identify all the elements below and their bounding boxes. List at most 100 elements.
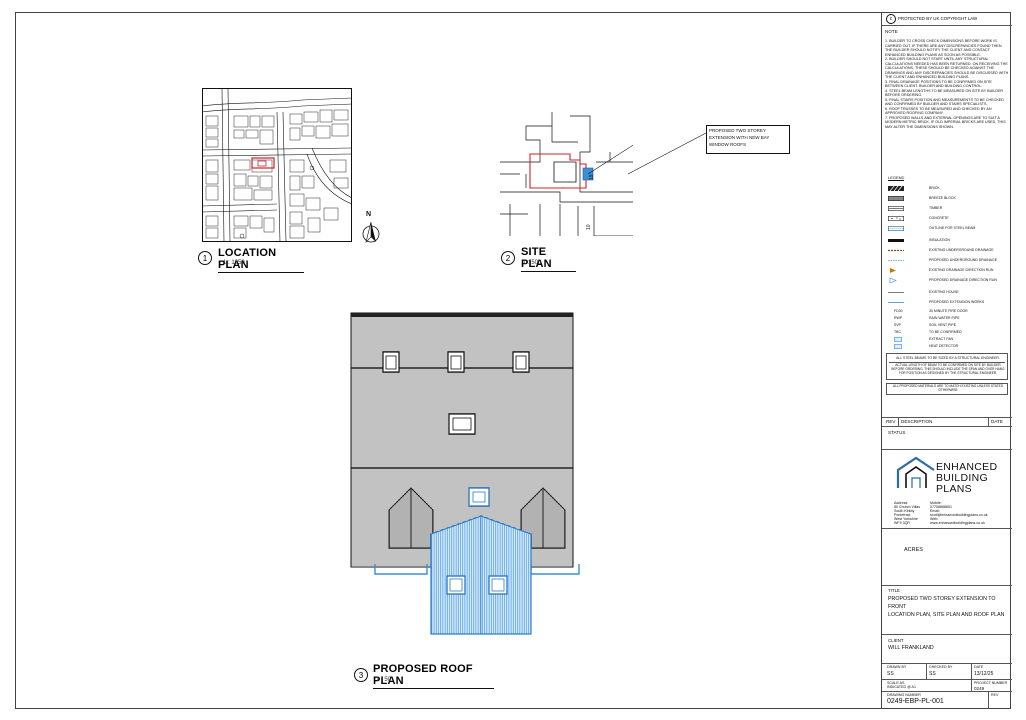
title-label: TITLE [888, 588, 900, 593]
site-plan-scale: 1 : 500 [523, 260, 542, 266]
scale-value: INDICATED @ A1 [887, 685, 916, 689]
date-column-label: DATE [991, 419, 1003, 424]
date-value: 13/12/25 [974, 671, 994, 677]
note-6: 6. ROOF TRUSSES TO BE MEASURED AND CHECK… [885, 106, 992, 116]
rev-label: REV [886, 419, 896, 424]
drawing-number-value: 0249-EBP-PL-001 [887, 698, 944, 705]
proposed-works-line-icon [888, 302, 904, 303]
existing-drain-run-arrow-icon [890, 268, 896, 273]
abbreviation-item: EXTRACT FAN [888, 337, 1008, 343]
note-1: 1. BUILDER TO CROSS CHECK DIMENSIONS BEF… [885, 39, 1002, 57]
address-line-2: South Kirkby [894, 509, 915, 513]
note-5: 5. FINAL STAIRS POSITION AND MEASUREMENT… [885, 97, 1004, 107]
site-plan-map: 19 10 [500, 112, 633, 236]
legend-item: OUTLINE FOR STEEL BEAM [888, 226, 1008, 232]
project-number-value: 0249 [974, 686, 985, 691]
timber-icon [888, 206, 904, 211]
email-value: scott@enhancedbuildingplans.co.uk [930, 513, 988, 517]
steel-beam-note-1: ALL STEEL BEAMS TO BE SIZED BY A STRUCTU… [896, 356, 1000, 360]
plan-number-site: 2 [501, 251, 515, 265]
scale-label: SCALE AS [887, 681, 905, 685]
site-plot-number-1: 19 [589, 174, 595, 180]
status-label: STATUS [888, 430, 906, 435]
note-7: 7. PROPOSED WALLS AND EXTERNAL OPENINGS … [885, 115, 1006, 129]
north-label: N [366, 211, 372, 218]
company-name-line-1: ENHANCED [936, 461, 998, 473]
site-callout-leader [628, 132, 707, 174]
proposed-drainage-icon [888, 260, 904, 261]
plan-number-roof: 3 [354, 668, 368, 682]
steel-beam-note-2: ACTUAL LENGTH OF BEAM TO BE CONFIRMED ON… [891, 363, 1005, 375]
legend-item: BRICK [888, 186, 1008, 192]
site-callout-line-3: WINDOW ROOFS [709, 142, 746, 147]
copyright-icon: c [886, 14, 896, 24]
address-line-4: West Yorkshire [894, 517, 918, 521]
proposed-roof-plan [350, 312, 580, 635]
location-plan-scale: 1 : 1250 [223, 260, 245, 266]
notes-list: 1. BUILDER TO CROSS CHECK DIMENSIONS BEF… [885, 39, 1009, 129]
notes-heading: NOTE [885, 29, 898, 34]
legend-item: INSULATION [888, 238, 1008, 244]
extract-fan-icon [894, 337, 902, 342]
materials-note-box: ALL PROPOSED MATERIALS ARE TO MATCH EXIS… [886, 383, 1008, 395]
checked-by-value: SS [929, 671, 936, 677]
title-line-1: PROPOSED TWO STOREY EXTENSION TO [888, 596, 996, 602]
note-2: 2. BUILDER SHOULD NOT START UNTIL ANY ST… [885, 57, 1009, 79]
sheet-border [15, 12, 1011, 709]
description-label: DESCRIPTION [901, 419, 933, 424]
web-label: Web: [930, 517, 939, 521]
heat-detector-icon [894, 344, 902, 349]
checked-by-label: CHECKED BY [929, 665, 953, 669]
legend-item: EXISTING DRAINAGE DIRECTION RUN [888, 268, 1008, 274]
rev-box-label: REV [991, 693, 999, 697]
legend-item: PROPOSED UNDERGROUND DRAINAGE [888, 258, 1008, 264]
existing-house-line-icon [888, 292, 904, 293]
copyright-text: PROTECTED BY UK COPYRIGHT LAW [898, 16, 978, 21]
drawn-by-label: DRAWN BY [887, 665, 907, 669]
steel-beam-outline-icon [888, 226, 904, 231]
note-3: 3. FINAL DRAINAGE POSITIONS TO BE CONFIR… [885, 79, 992, 89]
company-name-line-2: BUILDING [936, 472, 988, 484]
site-callout-line-2: EXTENSION WITH NEW BAY [709, 135, 770, 140]
plan-number-location: 1 [198, 251, 212, 265]
title-line-3: LOCATION PLAN, SITE PLAN AND ROOF PLAN [888, 612, 1005, 618]
brick-hatch-icon [888, 186, 904, 191]
legend-heading: LEGEND [888, 175, 905, 181]
proposed-drain-run-arrow-icon [889, 278, 897, 283]
north-arrow-icon [362, 221, 380, 243]
title-line-2: FRONT [888, 604, 907, 610]
existing-drainage-icon [888, 249, 904, 252]
address-line-1: 80 Church Villas [894, 505, 921, 509]
insulation-icon [888, 239, 904, 242]
mobile-value: 07708868651 [930, 505, 952, 509]
legend-item: EXISTING HOUSE [888, 290, 1008, 296]
drawing-number-label: DRAWING NUMBER [887, 693, 921, 697]
site-callout-box: PROPOSED TWO STOREY EXTENSION WITH NEW B… [706, 125, 790, 154]
web-value: www.enhancedbuildingplans.co.uk [930, 521, 985, 525]
drawing-area: N 1 LOCATION PLAN 1 : 1250 [15, 12, 881, 709]
drawn-by-value: SS [887, 671, 894, 677]
site-plan-title: SITE PLAN [521, 246, 576, 272]
company-name-line-3: PLANS [936, 483, 972, 495]
materials-note: ALL PROPOSED MATERIALS ARE TO MATCH EXIS… [892, 384, 1004, 392]
abbreviation-item: HEAT DETECTOR [888, 344, 1008, 350]
concrete-icon [888, 216, 904, 221]
note-4: 4. STEEL BEAM LENGTHS TO BE MEASURED ON … [885, 88, 1004, 98]
location-plan-title: LOCATION PLAN [218, 247, 304, 273]
address-line-3: Pontefract [894, 513, 911, 517]
title-block-panel: c PROTECTED BY UK COPYRIGHT LAW NOTE 1. … [881, 12, 1012, 709]
breeze-block-icon [888, 196, 904, 201]
client-value: WILL FRANKLAND [888, 645, 934, 651]
legend-item: PROPOSED EXTENSION WORKS [888, 300, 1008, 306]
legend-item: CONCRETE [888, 216, 1008, 222]
legend-item: EXISTING UNDERGROUND DRAINAGE [888, 248, 1008, 254]
email-label: Email: [930, 509, 940, 513]
site-address: ACRES [904, 547, 923, 553]
site-callout-line-1: PROPOSED TWO STOREY [709, 128, 766, 133]
location-plan-map [202, 88, 352, 242]
